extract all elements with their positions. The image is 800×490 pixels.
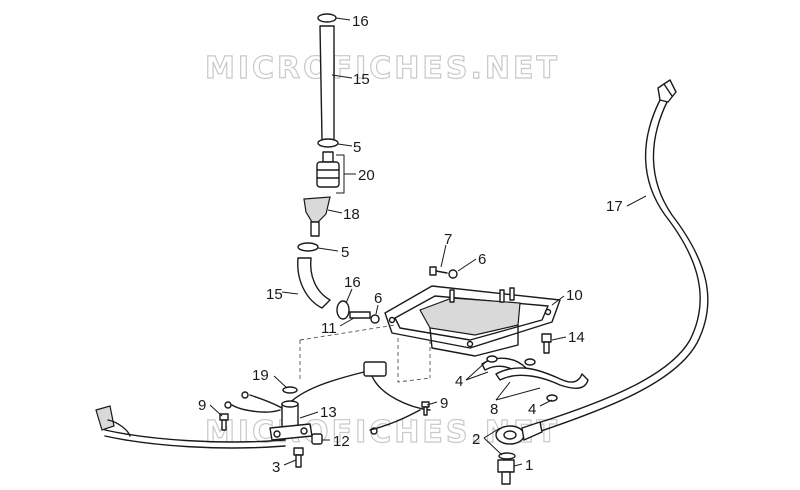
callout-7: 7 — [444, 231, 452, 248]
bolt-7 — [429, 266, 437, 276]
hoses-4-8 — [481, 355, 589, 402]
callout-15-upper: 15 — [353, 71, 370, 88]
hose-clamp-5b — [297, 242, 319, 252]
banjo-fitting-group — [495, 421, 543, 485]
connector-11-group — [336, 300, 380, 324]
callout-16-lower: 16 — [344, 274, 361, 291]
callout-10: 10 — [566, 287, 583, 304]
callout-5-lower: 5 — [341, 244, 349, 261]
bolt-14 — [541, 333, 552, 354]
callout-6-upper: 6 — [478, 251, 486, 268]
hose-17-end-fitting — [657, 79, 677, 103]
wiring-connector — [363, 361, 387, 377]
washer-6b — [370, 314, 380, 324]
wire-harness-c — [249, 394, 286, 411]
spacer-12 — [311, 433, 323, 445]
cover-plate-10 — [384, 285, 561, 357]
callout-6-lower: 6 — [374, 290, 382, 307]
hose-clamp-top — [317, 13, 337, 23]
hose-lower — [297, 257, 331, 309]
callout-5-upper: 5 — [353, 139, 361, 156]
o-ring-19 — [282, 386, 298, 394]
callout-2: 2 — [472, 431, 480, 448]
wire-harness-d — [231, 404, 281, 413]
valve-18-spout — [310, 221, 320, 237]
hose-upper — [319, 25, 335, 141]
hose-clamp-5a — [317, 138, 339, 148]
banjo-fitting-2 — [495, 425, 525, 445]
callout-12: 12 — [333, 433, 350, 450]
callout-20: 20 — [358, 167, 375, 184]
screw-3 — [293, 447, 304, 456]
callout-9-right: 9 — [440, 395, 448, 412]
sensor-wiring-group — [95, 361, 431, 468]
callout-18: 18 — [343, 206, 360, 223]
callout-labels: 16 15 5 20 18 5 15 16 7 6 6 11 10 14 17 … — [198, 13, 623, 476]
callout-16-top: 16 — [352, 13, 369, 30]
leader-lines — [209, 17, 647, 467]
hose-17 — [534, 79, 709, 433]
hose-8-long — [495, 367, 589, 389]
banjo-bolt-1 — [497, 459, 515, 473]
bolt-7-group — [429, 266, 458, 279]
callout-17: 17 — [606, 198, 623, 215]
clamp-16b — [336, 300, 350, 320]
cable-plug — [95, 405, 115, 431]
callout-13: 13 — [320, 404, 337, 421]
callout-15-lower: 15 — [266, 286, 283, 303]
callout-4-left: 4 — [455, 373, 463, 390]
callout-11: 11 — [321, 320, 337, 337]
sealing-washer — [498, 452, 516, 460]
watermark-top: MICROFICHES.NET — [205, 51, 560, 86]
callout-9-left: 9 — [198, 397, 206, 414]
valve-18-body — [303, 196, 331, 223]
cable-left — [104, 429, 286, 443]
fitting-20-body — [316, 161, 340, 188]
callout-3: 3 — [272, 459, 280, 476]
callout-8: 8 — [490, 401, 498, 418]
callout-14: 14 — [568, 329, 585, 346]
callout-1: 1 — [525, 457, 533, 474]
callout-19: 19 — [252, 367, 269, 384]
callout-4-right: 4 — [528, 401, 536, 418]
washer-6a — [448, 269, 458, 279]
screw-11 — [349, 311, 371, 319]
fitting-20-nipple — [322, 151, 334, 163]
